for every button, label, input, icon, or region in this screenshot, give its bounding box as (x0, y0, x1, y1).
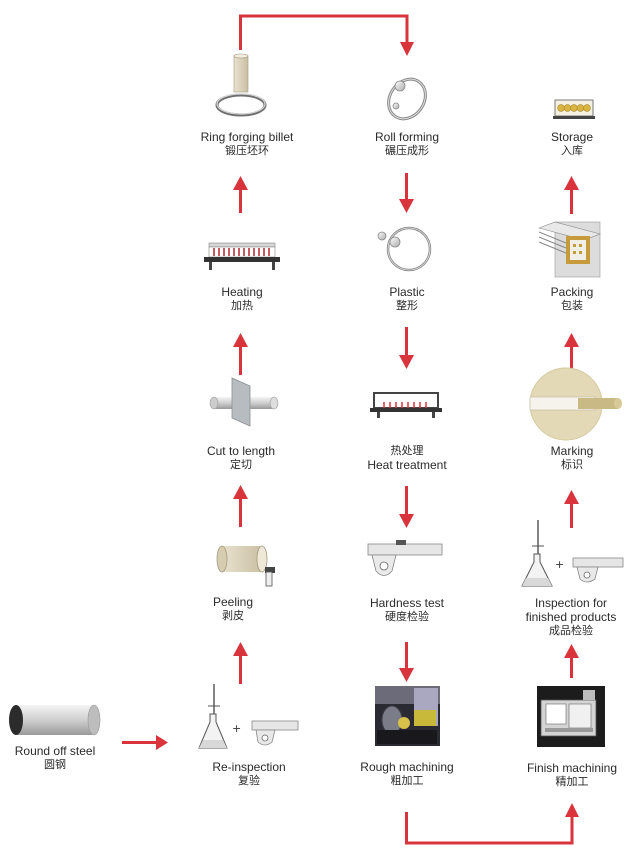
label-hardness-test: Hardness test 硬度检验 (322, 596, 492, 624)
arrow-billet-to-rollforming (239, 14, 414, 56)
plus-sign: + (232, 722, 241, 735)
label-packing: Packing 包装 (487, 285, 636, 313)
label-zh: 硬度检验 (385, 610, 429, 623)
label-zh: 复验 (238, 774, 260, 787)
label-zh: 加热 (231, 299, 253, 312)
hardness-gauge-icon (367, 540, 443, 576)
cnc-machine-icon (537, 686, 605, 747)
label-zh: 标识 (561, 458, 583, 471)
heat-furnace-icon (370, 392, 442, 418)
label-en: Finish machining (526, 761, 618, 775)
label-rough-machining: Rough machining 粗加工 (322, 760, 492, 788)
arrow-hardness-to-rough (399, 642, 414, 682)
label-inspection-finished: Inspection for finished products 成品检验 (486, 596, 636, 638)
flow-arrows (122, 14, 579, 845)
label-zh: 圆钢 (44, 758, 66, 771)
roll-ring-icon (387, 77, 427, 121)
arrow-marking-to-packing (564, 333, 579, 373)
label-zh: 成品检验 (549, 624, 593, 637)
label-en: Plastic (389, 285, 425, 299)
label-en: Marking (550, 444, 594, 458)
saw-cut-icon (209, 377, 279, 427)
label-zh: 热处理 (390, 444, 424, 457)
label-zh: 剥皮 (222, 609, 244, 622)
label-plastic: Plastic 整形 (322, 285, 492, 313)
marking-icon (529, 367, 622, 441)
arrow-peeling-to-cut (233, 485, 248, 527)
label-en: Peeling (212, 595, 254, 609)
label-en: Ring forging billet (200, 130, 294, 144)
label-zh: 包装 (561, 299, 583, 312)
arrow-reinspection-to-peeling (233, 642, 248, 684)
label-zh: 锻压坯环 (225, 144, 269, 157)
label-en: Storage (550, 130, 594, 144)
label-cut-to-length: Cut to length 定切 (156, 444, 326, 472)
label-zh: 入库 (561, 144, 583, 157)
arrow-cut-to-heating (233, 333, 248, 375)
lathe-photo-icon (375, 686, 440, 746)
label-en: Re-inspection (212, 760, 286, 774)
arrow-rollforming-to-plastic (399, 173, 414, 213)
label-en: Rough machining (360, 760, 454, 774)
arrow-rough-to-finish (405, 803, 579, 845)
label-en: Packing (550, 285, 594, 299)
label-ring-billet: Ring forging billet 锻压坯环 (162, 130, 332, 158)
label-en: Inspection for (534, 596, 608, 610)
label-heat-treatment: 热处理 Heat treatment (322, 444, 492, 472)
arrow-finish-to-inspection (564, 644, 579, 678)
label-zh: 定切 (230, 458, 252, 471)
arrow-plastic-to-heattreatment (399, 327, 414, 369)
label-en: Cut to length (206, 444, 276, 458)
label-storage: Storage 入库 (487, 130, 636, 158)
label-peeling: Peeling 剥皮 (148, 595, 318, 623)
plus-sign: + (555, 558, 564, 571)
label-round-steel: Round off steel 圆钢 (0, 744, 140, 772)
arrow-heattreatment-to-hardness (399, 486, 414, 528)
packing-box-icon (538, 221, 601, 278)
arrow-heating-to-billet (233, 176, 248, 213)
billet-ring-icon (215, 53, 267, 117)
label-en: Roll forming (374, 130, 440, 144)
label-re-inspection: Re-inspection 复验 (164, 760, 334, 788)
furnace-icon (204, 242, 280, 270)
arrow-packing-to-storage (564, 176, 579, 214)
peeling-roller-icon (216, 545, 275, 587)
arrow-inspection-to-marking (564, 490, 579, 528)
shaping-ring-icon (377, 226, 432, 272)
label-en: finished products (525, 610, 617, 624)
label-marking: Marking 标识 (487, 444, 636, 472)
storage-rack-icon (553, 99, 595, 119)
label-zh: 精加工 (555, 775, 589, 788)
label-en: Heating (221, 285, 263, 299)
label-zh: 粗加工 (390, 774, 424, 787)
label-roll-forming: Roll forming 碾压成形 (322, 130, 492, 158)
flask-and-gauge-icon: + (198, 684, 299, 749)
label-zh: 碾压成形 (385, 144, 429, 157)
label-finish-machining: Finish machining 精加工 (487, 761, 636, 789)
arrow-steel-to-reinspection (122, 735, 168, 750)
steel-bar-icon (9, 704, 101, 736)
label-en: Hardness test (369, 596, 445, 610)
label-zh: 整形 (396, 299, 418, 312)
flask-and-gauge-icon: + (521, 520, 624, 587)
label-en: Round off steel (14, 744, 96, 758)
label-en: Heat treatment (367, 458, 447, 472)
label-heating: Heating 加热 (157, 285, 327, 313)
